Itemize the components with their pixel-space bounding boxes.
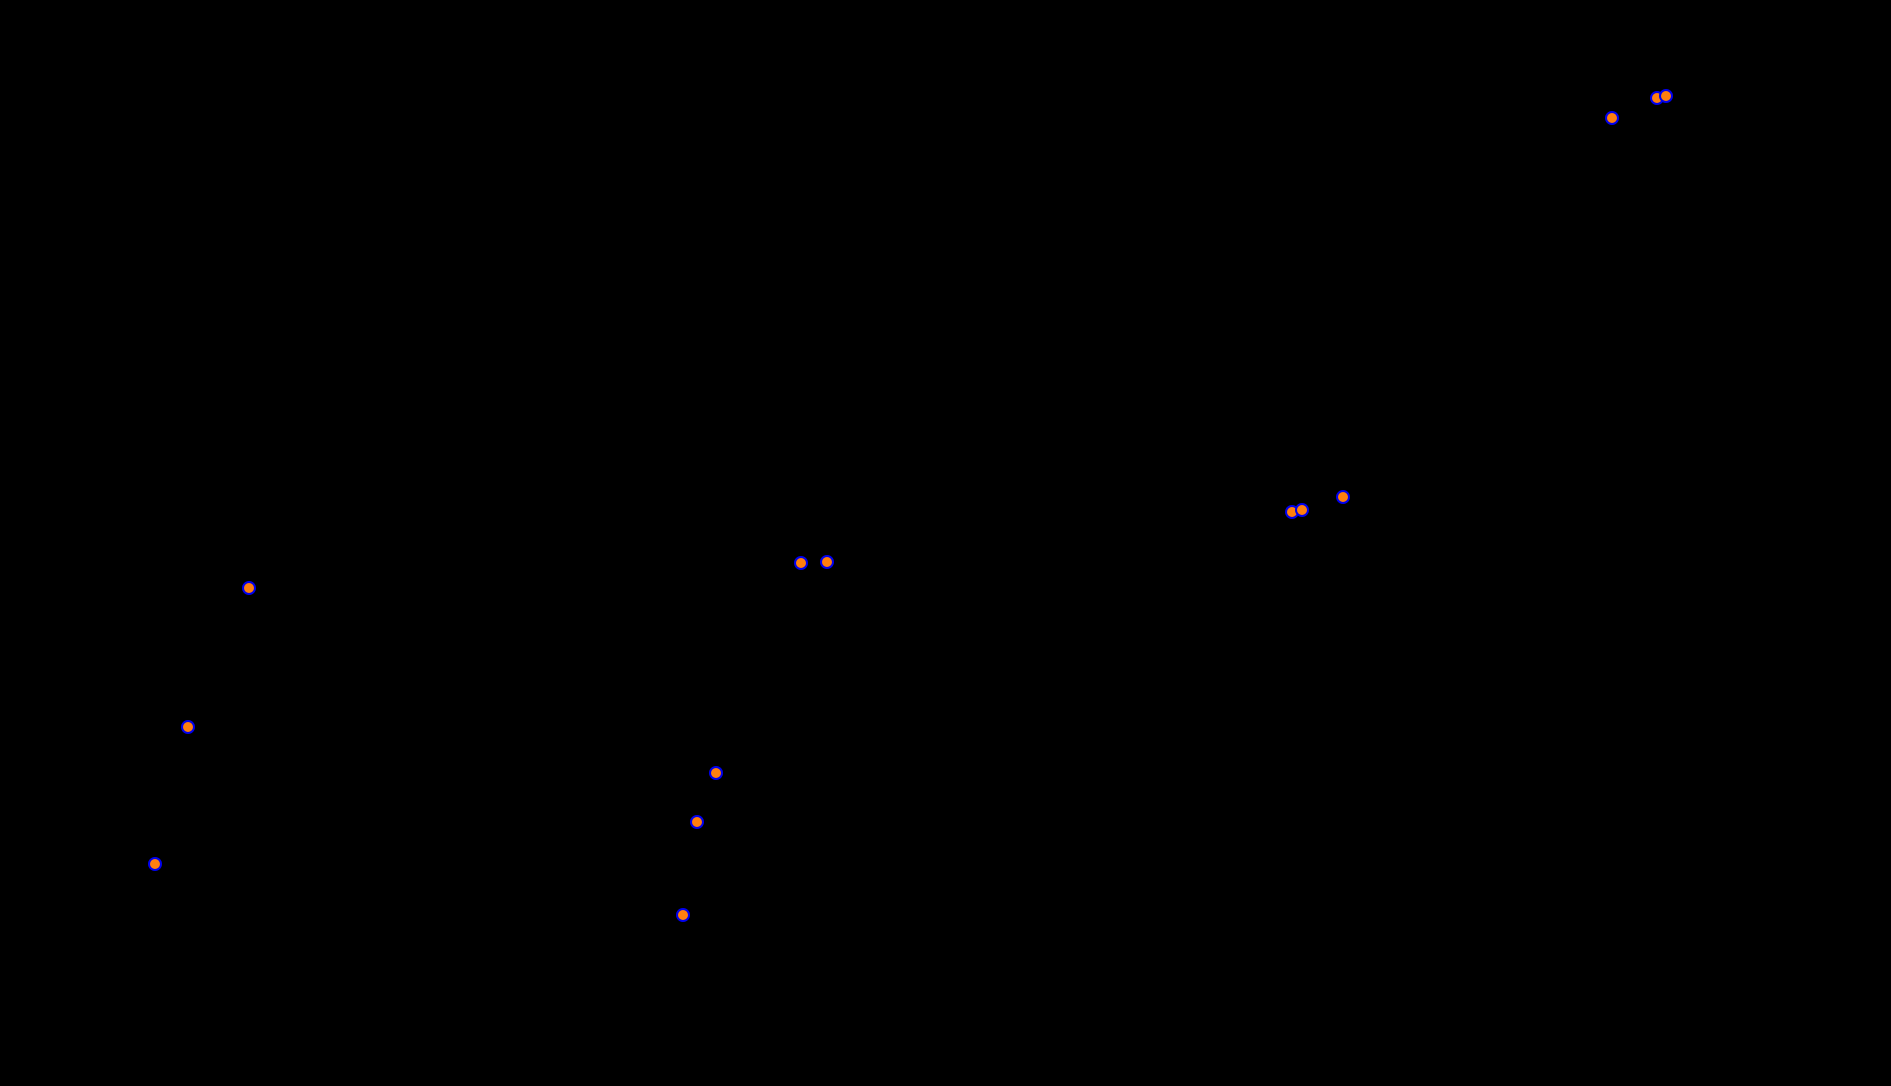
scatter-point[interactable]	[820, 555, 834, 569]
scatter-point[interactable]	[181, 720, 195, 734]
scatter-point[interactable]	[148, 857, 162, 871]
scatter-point[interactable]	[690, 815, 704, 829]
scatter-point[interactable]	[1659, 89, 1673, 103]
scatter-point[interactable]	[794, 556, 808, 570]
scatter-point[interactable]	[242, 581, 256, 595]
scatter-point[interactable]	[1295, 503, 1309, 517]
scatter-point[interactable]	[709, 766, 723, 780]
scatter-point[interactable]	[676, 908, 690, 922]
scatter-point[interactable]	[1605, 111, 1619, 125]
scatter-point[interactable]	[1336, 490, 1350, 504]
